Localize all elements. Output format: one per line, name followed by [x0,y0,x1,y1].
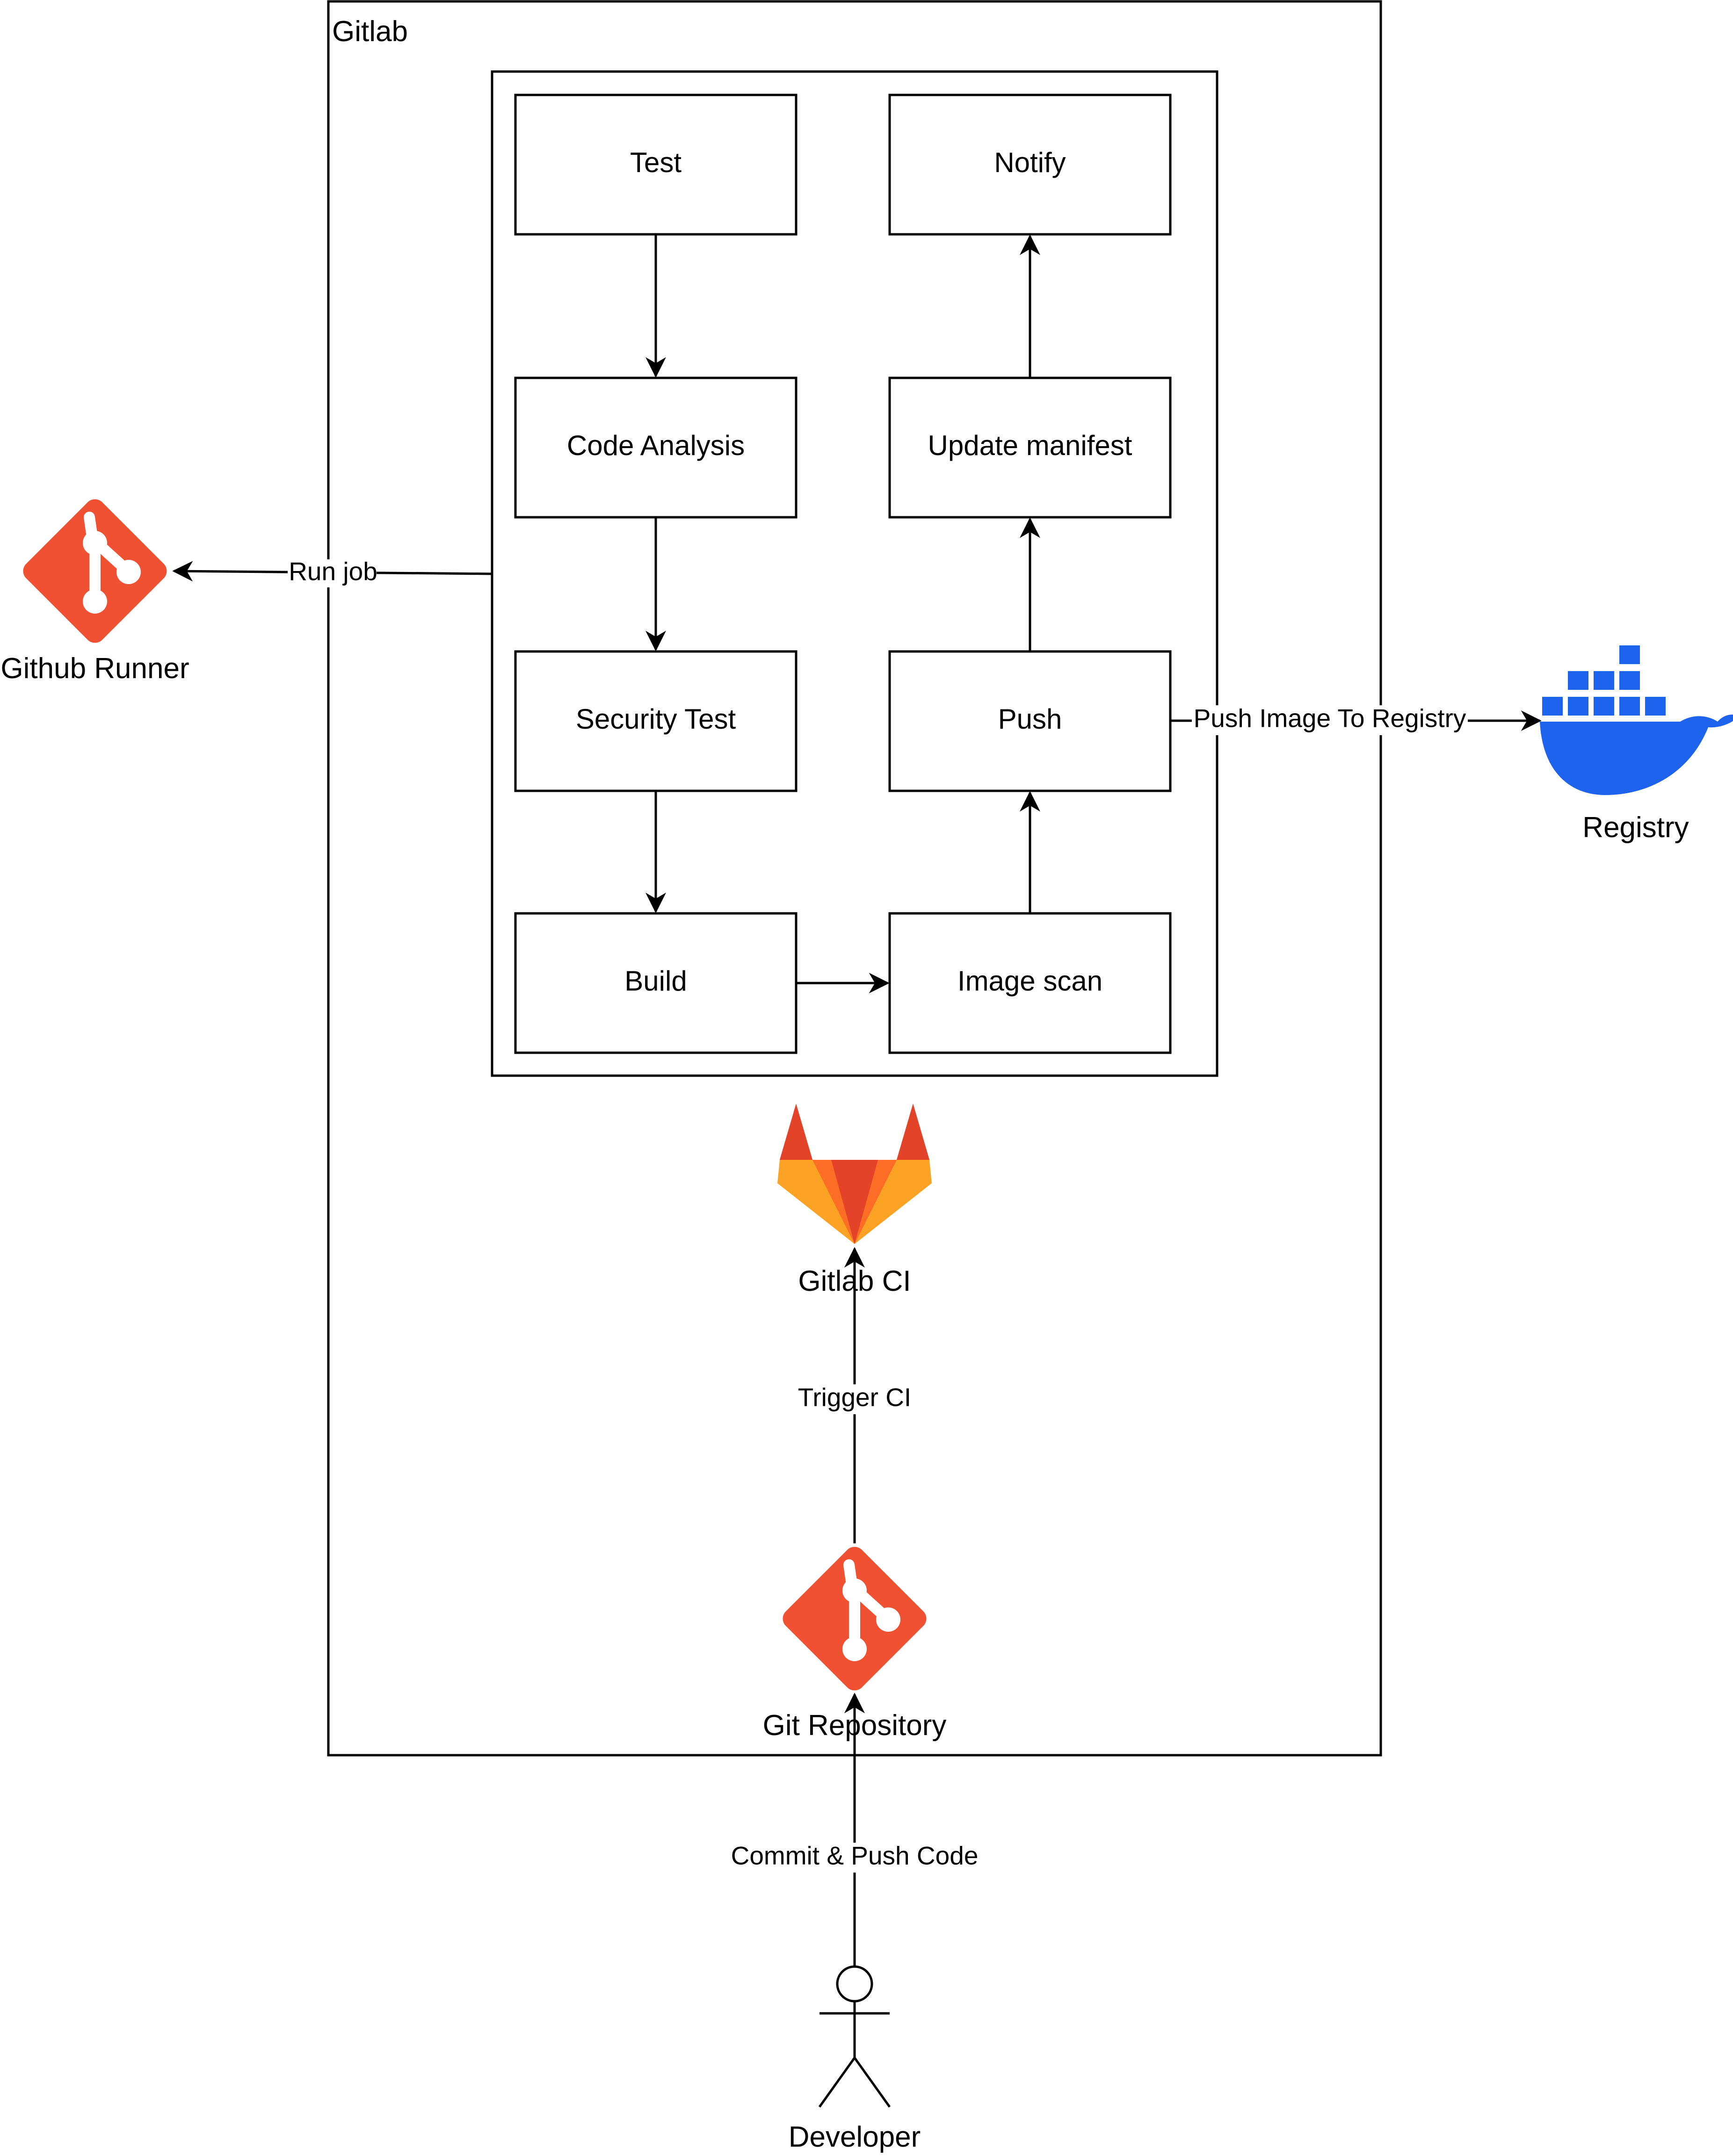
svg-text:Image scan: Image scan [957,965,1102,997]
svg-text:Push: Push [998,703,1062,735]
stage-test: Test [514,94,798,236]
stage-image-scan: Image scan [888,912,1172,1054]
github-runner-label: Github Runner [0,652,189,685]
developer-label: Developer [789,2121,921,2153]
svg-text:Code Analysis: Code Analysis [567,430,745,461]
stage-build: Build [514,912,798,1054]
stage-security-test: Security Test [514,650,798,792]
docker-whale-icon [1540,645,1733,795]
stage-push: Push [888,650,1172,792]
svg-text:Notify: Notify [994,147,1066,178]
run-job-label: Run job [289,557,377,586]
git-icon [23,499,167,643]
stage-code-analysis: Code Analysis [514,376,798,519]
commit-push-label: Commit & Push Code [731,1841,979,1870]
svg-text:Update manifest: Update manifest [928,430,1132,461]
stage-update-manifest: Update manifest [888,376,1172,519]
gitlab-tanuki-icon [777,1104,932,1244]
trigger-ci-label-bg [795,1384,914,1414]
actor-icon [818,1965,891,2108]
push-image-label: Push Image To Registry [1194,704,1466,733]
stage-notify: Notify [888,94,1172,236]
git-icon [783,1547,927,1691]
gitlab-container-title: Gitlab [332,15,408,48]
commit-push-label-bg [730,1843,979,1873]
svg-text:Build: Build [624,965,687,997]
gitlab-ci-label: Gitlab CI [798,1265,911,1297]
registry-label: Registry [1582,811,1689,844]
run-job-label-bg [288,559,377,587]
push-image-label-bg [1192,705,1468,735]
trigger-ci-label: Trigger CI [798,1383,911,1412]
svg-text:Security Test: Security Test [576,703,736,735]
git-repository-label: Git Repository [763,1709,947,1742]
svg-text:Test: Test [630,147,682,178]
